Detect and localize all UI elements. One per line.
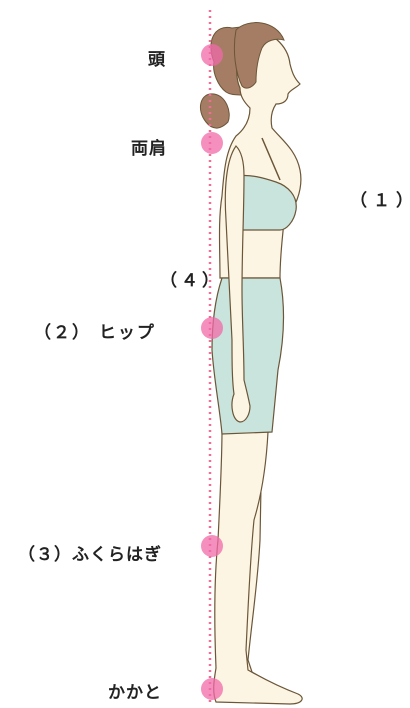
marker-head <box>201 44 223 66</box>
marker-hip <box>201 317 223 339</box>
marker-shoulders <box>201 132 223 154</box>
marker-heel <box>201 678 223 700</box>
label-calf: （３）ふくらはぎ <box>18 540 162 565</box>
label-note-4: （４） <box>160 266 223 291</box>
label-heel: かかと <box>108 678 162 703</box>
marker-calf <box>201 535 223 557</box>
label-hip: （２） ヒップ <box>34 318 156 343</box>
label-note-1: （１） <box>350 186 410 211</box>
label-shoulders: 両肩 <box>131 134 167 159</box>
label-head: 頭 <box>148 45 166 70</box>
